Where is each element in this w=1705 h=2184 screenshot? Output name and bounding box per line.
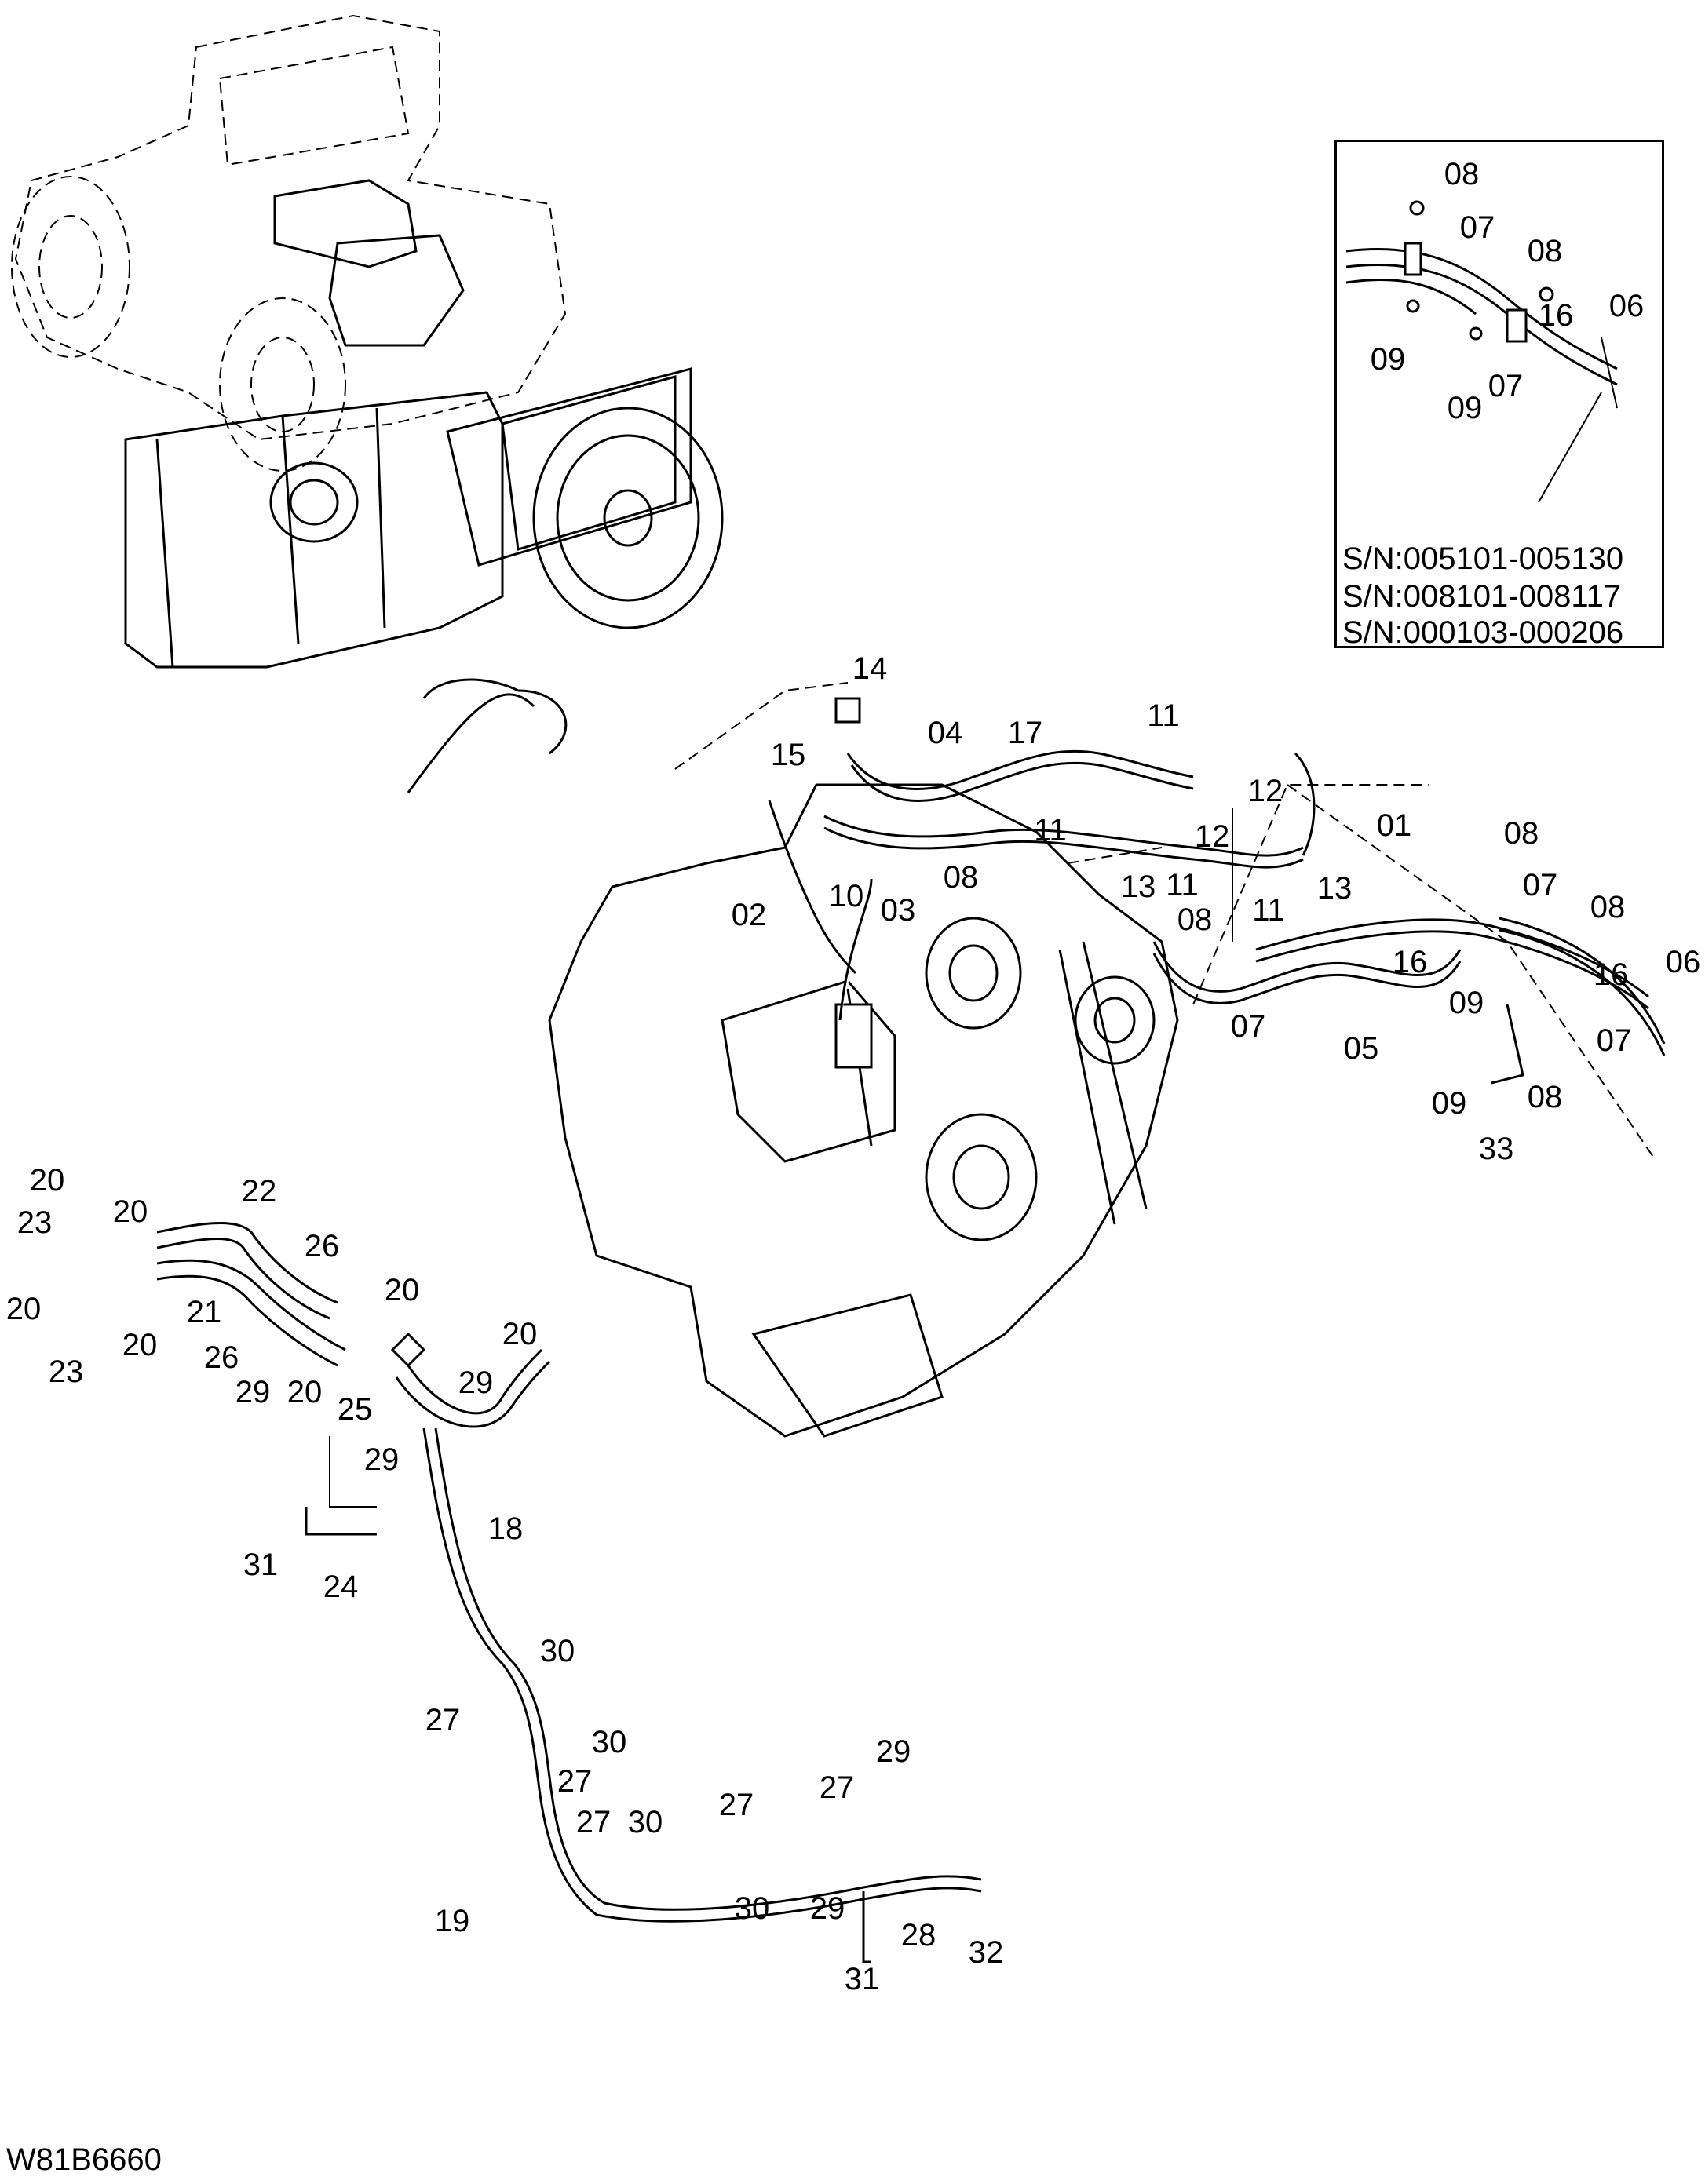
callout-16b: 16	[1593, 957, 1629, 992]
condenser-fan	[446, 367, 849, 770]
callout-inset-08a: 08	[1444, 157, 1480, 191]
serial-number-2: S/N:008101-008117	[1342, 579, 1622, 614]
callout-inset-07a: 07	[1459, 210, 1495, 245]
callout-23a: 23	[16, 1205, 53, 1240]
callout-08-upper-a: 08	[943, 860, 979, 895]
callout-01: 01	[1376, 808, 1412, 843]
callout-12b: 12	[1194, 819, 1230, 854]
callout-13b: 13	[1316, 871, 1353, 906]
callout-30b: 30	[591, 1725, 627, 1759]
serial-number-3: S/N:000103-000206	[1342, 615, 1624, 650]
callout-08-upper-e: 08	[1527, 1080, 1563, 1114]
callout-11d: 11	[1252, 893, 1285, 928]
callout-07-upper-c: 07	[1596, 1023, 1632, 1058]
callout-08-upper-d: 08	[1177, 902, 1213, 937]
hvac-unit	[124, 391, 568, 793]
callout-09-upper-b: 09	[1431, 1086, 1467, 1121]
callout-22: 22	[241, 1174, 277, 1209]
callout-08-upper-c: 08	[1590, 890, 1626, 924]
callout-26a: 26	[304, 1229, 340, 1263]
callout-19: 19	[434, 1904, 470, 1938]
callout-33: 33	[1478, 1132, 1514, 1166]
callout-inset-16: 16	[1538, 298, 1574, 333]
callout-03: 03	[880, 893, 916, 928]
callout-30c: 30	[627, 1805, 663, 1839]
callout-08-upper-b: 08	[1503, 816, 1539, 851]
callout-32: 32	[968, 1935, 1004, 1970]
serial-number-1: S/N:005101-005130	[1342, 541, 1624, 576]
callout-09-upper-a: 09	[1448, 986, 1484, 1020]
callout-27c: 27	[819, 1770, 855, 1805]
callout-11a: 11	[1147, 698, 1180, 733]
callout-29b: 29	[458, 1365, 494, 1400]
engine-block	[548, 783, 1657, 1438]
callout-inset-09b: 09	[1447, 391, 1483, 425]
callout-17: 17	[1007, 716, 1043, 750]
callout-29a: 29	[235, 1375, 271, 1409]
callout-21: 21	[186, 1295, 222, 1329]
callout-07-upper-b: 07	[1230, 1009, 1266, 1044]
callout-13a: 13	[1120, 870, 1156, 904]
callout-14: 14	[852, 651, 888, 686]
callout-10: 10	[828, 879, 864, 913]
callout-inset-08b: 08	[1527, 234, 1563, 268]
callout-28: 28	[900, 1918, 936, 1952]
drawing-code: W81B6660	[6, 2142, 162, 2177]
inset-hose-detail	[1345, 200, 1618, 503]
callout-20b: 20	[112, 1194, 148, 1229]
callout-29d: 29	[875, 1734, 911, 1769]
callout-27e: 27	[575, 1805, 612, 1839]
callout-26b: 26	[203, 1340, 239, 1375]
callout-24: 24	[323, 1570, 359, 1604]
callout-20f: 20	[287, 1375, 323, 1409]
callout-18: 18	[487, 1511, 524, 1546]
callout-inset-07b: 07	[1488, 369, 1524, 403]
callout-inset-09a: 09	[1370, 342, 1406, 377]
callout-20e: 20	[122, 1328, 158, 1362]
callout-29e: 29	[809, 1891, 845, 1926]
callout-04: 04	[927, 716, 963, 750]
callout-31a: 31	[243, 1548, 279, 1582]
callout-30d: 30	[734, 1891, 770, 1926]
callout-20d: 20	[384, 1273, 420, 1307]
callout-23b: 23	[48, 1355, 84, 1389]
callout-31b: 31	[844, 1962, 880, 1996]
machine-overview	[11, 14, 567, 472]
callout-inset-06: 06	[1608, 289, 1645, 323]
callout-27d: 27	[718, 1788, 754, 1822]
callout-20g: 20	[502, 1317, 538, 1351]
callout-12a: 12	[1247, 774, 1283, 808]
callout-02: 02	[731, 898, 767, 932]
callout-06-upper: 06	[1665, 945, 1701, 979]
serial-number-inset	[1334, 140, 1664, 648]
callout-27a: 27	[425, 1703, 461, 1737]
callout-30a: 30	[539, 1634, 575, 1668]
callout-16a: 16	[1392, 945, 1428, 979]
callout-29c: 29	[363, 1442, 400, 1477]
heater-hoses	[156, 1221, 982, 1963]
callout-27b: 27	[557, 1764, 593, 1799]
callout-15: 15	[770, 738, 806, 772]
callout-07-upper-a: 07	[1522, 868, 1558, 902]
ac-hoses	[768, 697, 1666, 1085]
callout-11b: 11	[1034, 813, 1067, 848]
callout-11c: 11	[1166, 868, 1199, 902]
callout-25: 25	[337, 1392, 373, 1427]
callout-05: 05	[1343, 1031, 1379, 1066]
callout-20a: 20	[29, 1163, 65, 1198]
callout-20c: 20	[5, 1292, 42, 1326]
